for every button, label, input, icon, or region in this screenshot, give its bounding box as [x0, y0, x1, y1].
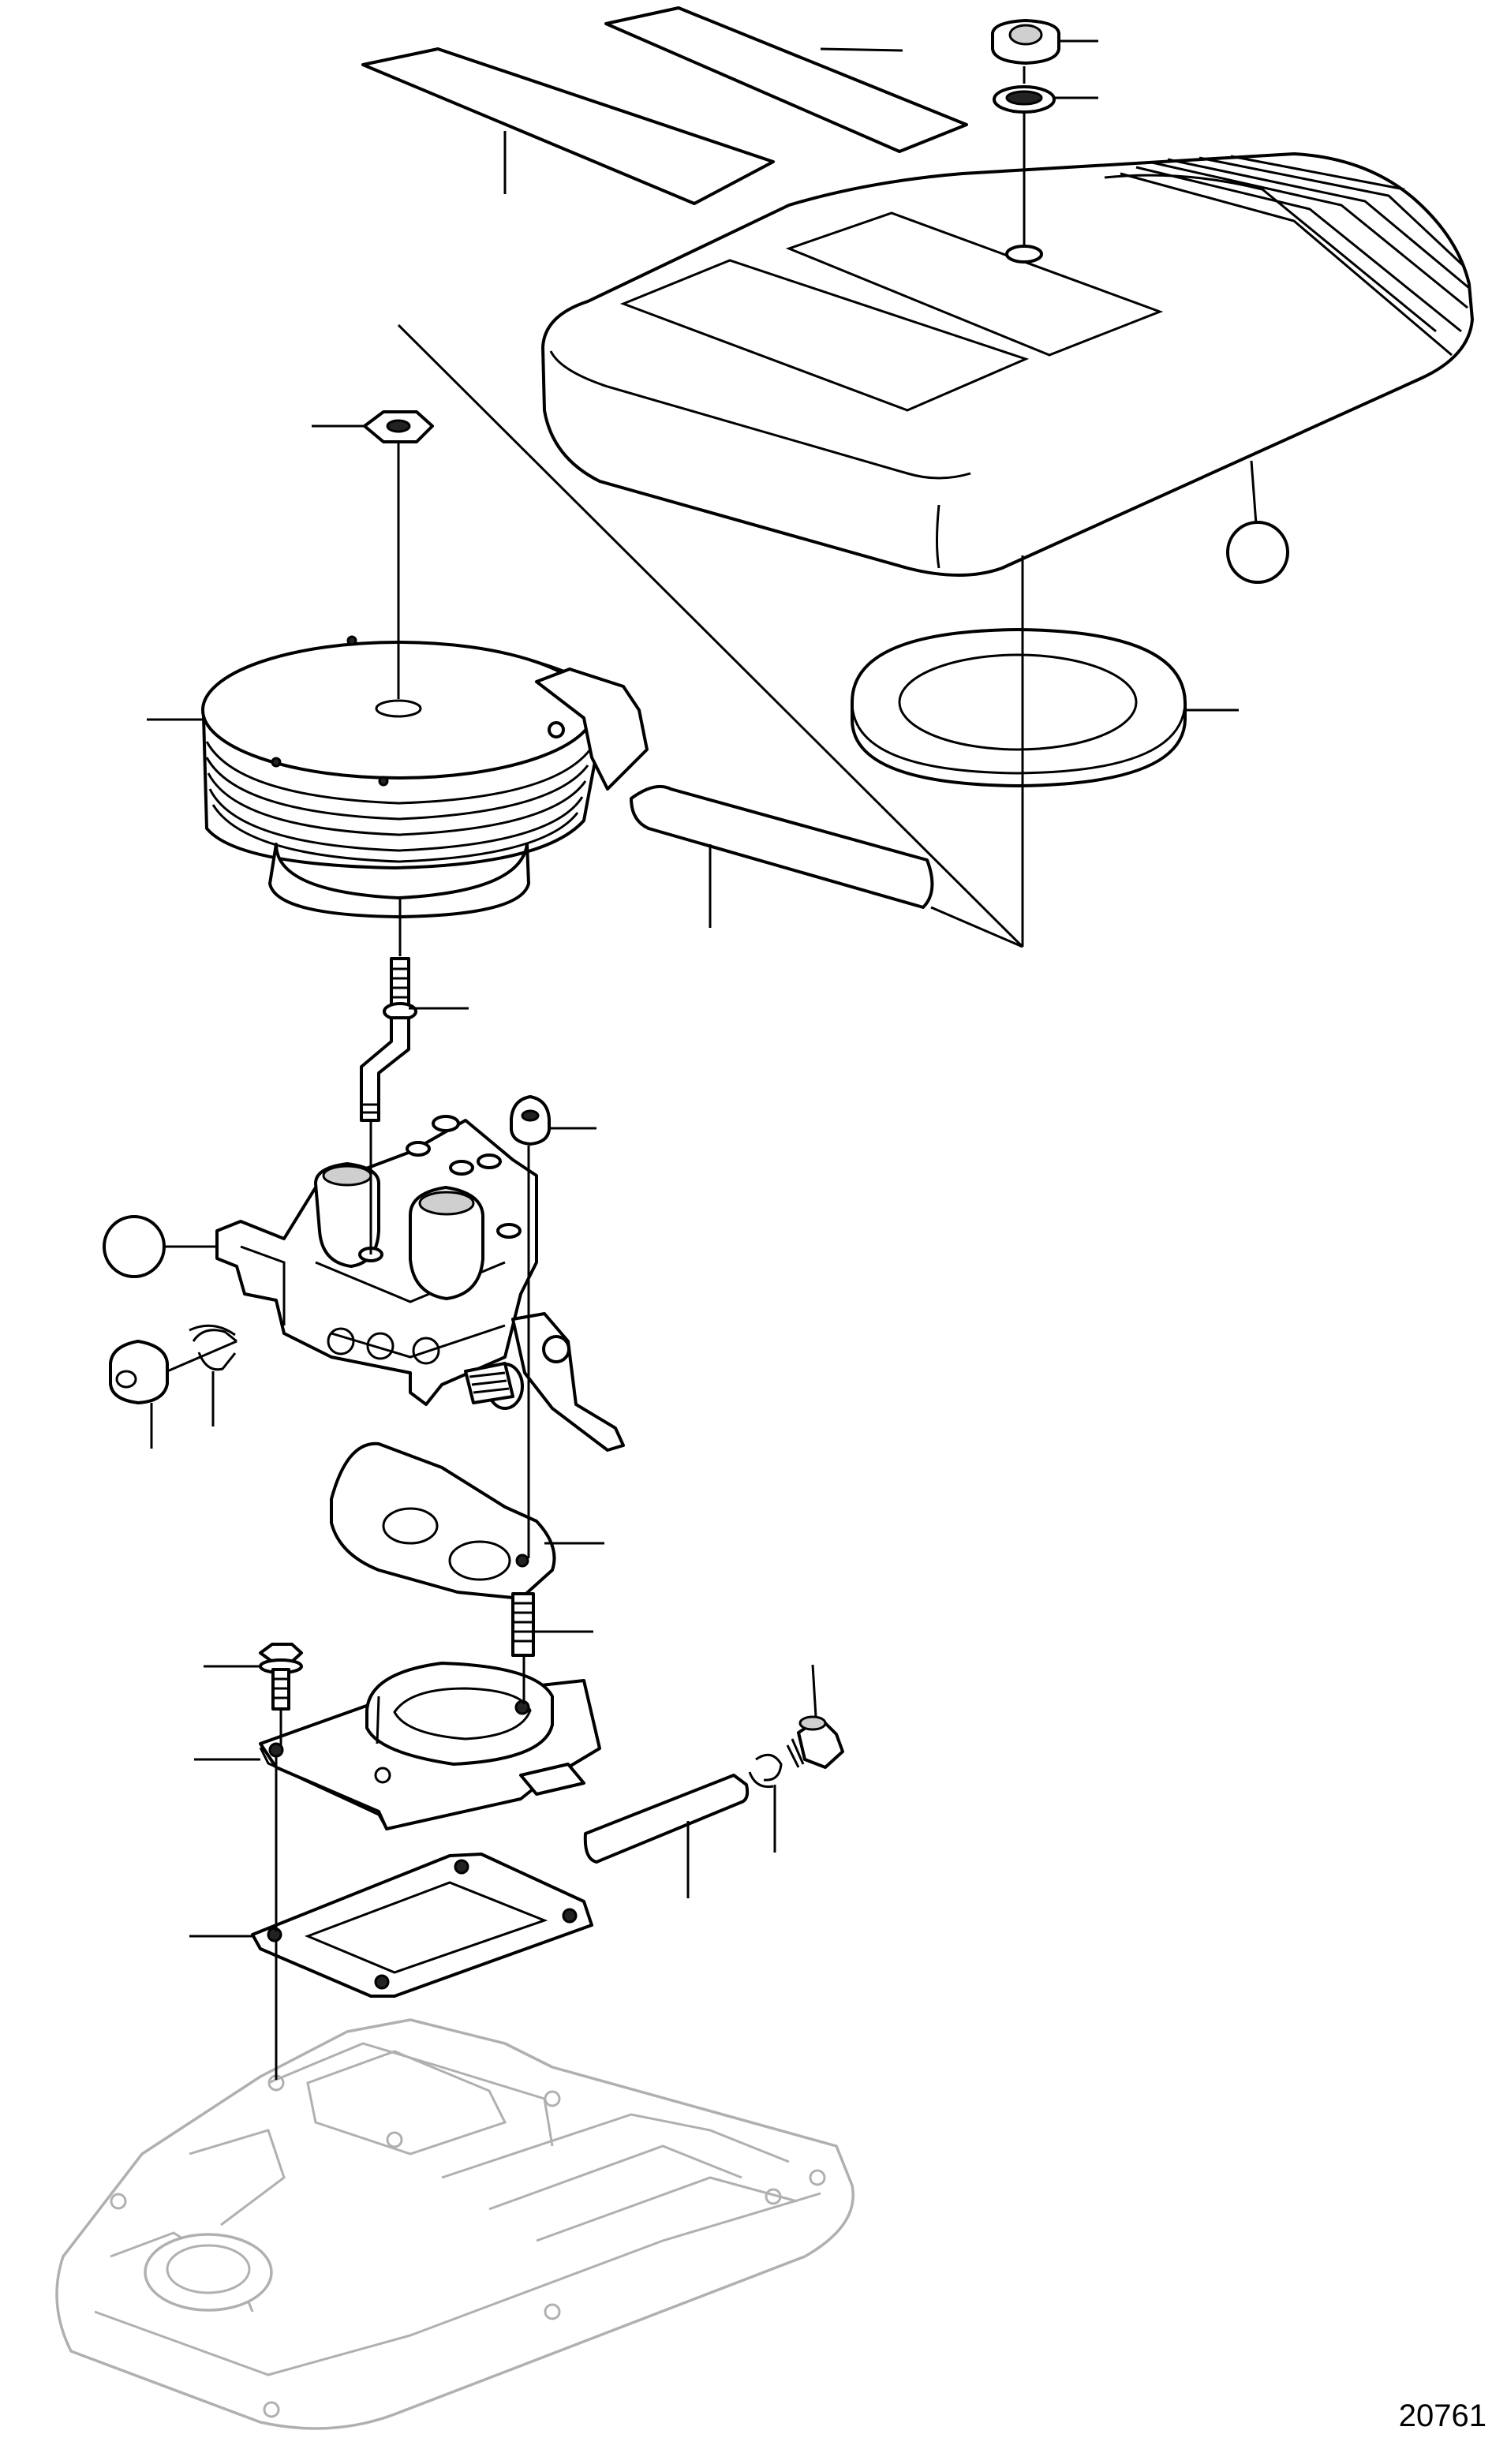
flange-nut — [510, 1095, 551, 1146]
base-gasket — [251, 1853, 593, 1998]
flange-bolt — [259, 1643, 303, 1711]
reference-number: 20761 — [1398, 2399, 1486, 2433]
leader-lines — [147, 39, 1258, 1938]
elbow-fitting — [786, 1715, 844, 1769]
coolant-hose — [583, 1774, 750, 1864]
hose-clamp — [748, 1753, 783, 1789]
washer-top — [993, 85, 1056, 114]
vent-hose — [630, 785, 934, 909]
tbi-gasket — [330, 1441, 556, 1600]
decal-strip-left — [361, 47, 775, 205]
flame-arrestor — [201, 635, 649, 918]
vacuum-cap — [109, 1340, 169, 1404]
intake-manifold — [55, 2018, 854, 2430]
flame-arrestor-cover — [541, 152, 1474, 577]
callout-circle-top — [1226, 521, 1289, 584]
adapter-plate — [259, 1662, 601, 1830]
throttle-body — [215, 1115, 625, 1452]
stud-upper — [360, 957, 417, 1122]
ring-gasket — [851, 628, 1187, 787]
callout-circle-left — [103, 1215, 166, 1278]
decal-strip-right — [604, 6, 968, 153]
stud-lower — [511, 1592, 535, 1657]
spring-clip — [189, 1324, 237, 1371]
acorn-nut — [991, 19, 1060, 65]
explode-lines — [166, 66, 1026, 2080]
hex-nut — [363, 410, 434, 443]
